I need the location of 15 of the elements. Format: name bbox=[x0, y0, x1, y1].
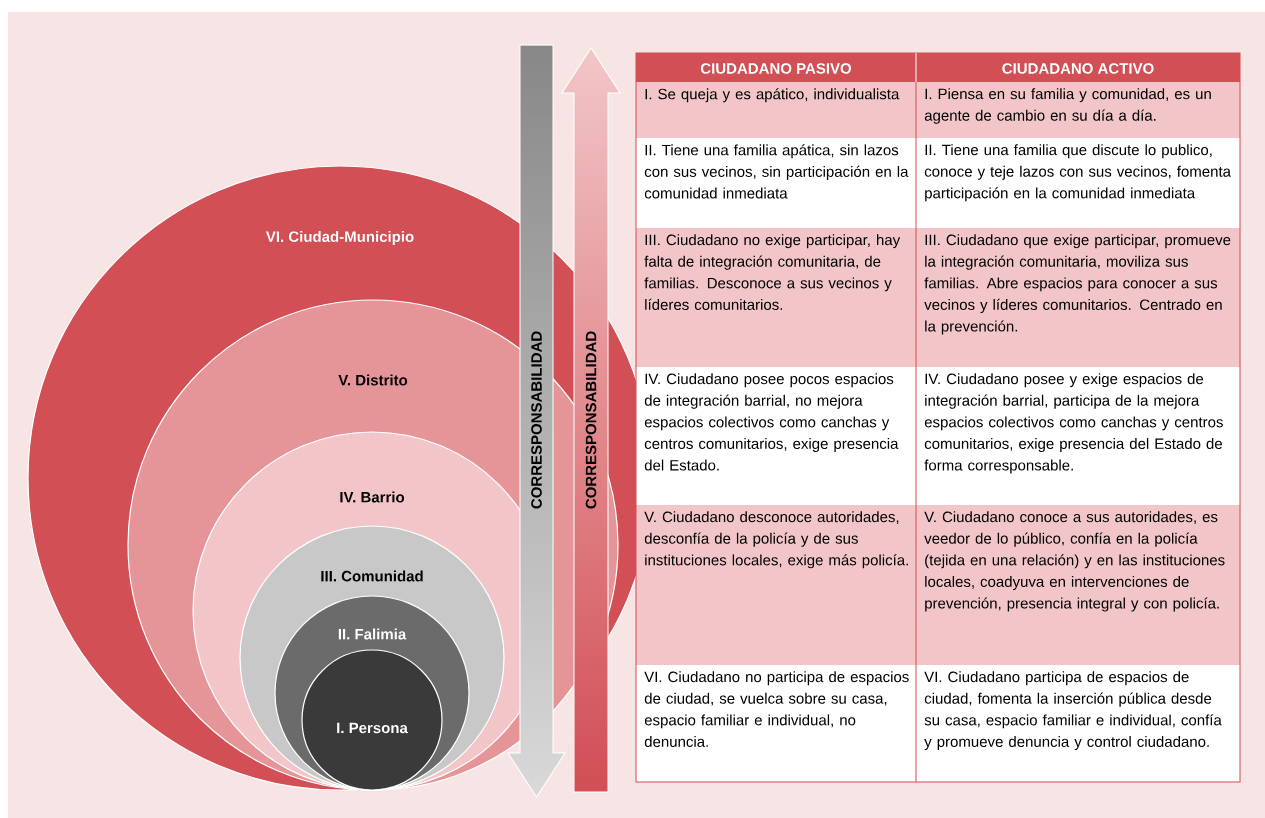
table-cell: V. Ciudadano conoce a sus autoridades, es veedor de lo público, confía en la policía (tejida en una relación) y en las instituciones locales, coadyuva en intervenciones de prevención, presencia integral y con policía. bbox=[916, 505, 1240, 665]
table-cell: IV. Ciudadano posee pocos espacios de integración barrial, no mejora espacios colectivos como canchas y centros comunitarios, exige presencia del Estado. bbox=[636, 367, 916, 505]
column-header: CIUDADANO ACTIVO bbox=[916, 53, 1240, 82]
table-cell: VI. Ciudadano no participa de espacios de ciudad, se vuelca sobre su casa, espacio familiar e individual, no denuncia. bbox=[636, 665, 916, 782]
table-cell: III. Ciudadano no exige participar, hay falta de integración comunitaria, de familias. Desconoce a sus vecinos y líderes comunitarios. bbox=[636, 228, 916, 367]
table-cell: V. Ciudadano desconoce autoridades, desconfía de la policía y de sus instituciones locales, exige más policía. bbox=[636, 505, 916, 665]
table-cell: I. Piensa en su familia y comunidad, es un agente de cambio en su día a día. bbox=[916, 82, 1240, 138]
table-cell: II. Tiene una familia apática, sin lazos con sus vecinos, sin participación en la comunidad inmediata bbox=[636, 138, 916, 228]
table-cell: IV. Ciudadano posee y exige espacios de integración barrial, participa de la mejora espacios colectivos como canchas y centros comunitarios, exige presencia del Estado de forma corresponsable. bbox=[916, 367, 1240, 505]
table-cell: I. Se queja y es apático, individualista bbox=[636, 82, 916, 138]
table-cell: VI. Ciudadano participa de espacios de ciudad, fomenta la inserción pública desde su casa, espacio familiar e individual, confía y promueve denuncia y control ciudadano. bbox=[916, 665, 1240, 782]
arrow-label: CORRESPONSABILIDAD bbox=[585, 331, 597, 509]
column-header: CIUDADANO PASIVO bbox=[636, 53, 916, 82]
table-cell: III. Ciudadano que exige participar, promueve la integración comunitaria, moviliza sus familias. Abre espacios para conocer a sus vecinos y líderes comunitarios. Centrado en la prevención. bbox=[916, 228, 1240, 367]
table-cell: II. Tiene una familia que discute lo publico, conoce y teje lazos con sus vecinos, fomenta participación en la comunidad inmediata bbox=[916, 138, 1240, 228]
